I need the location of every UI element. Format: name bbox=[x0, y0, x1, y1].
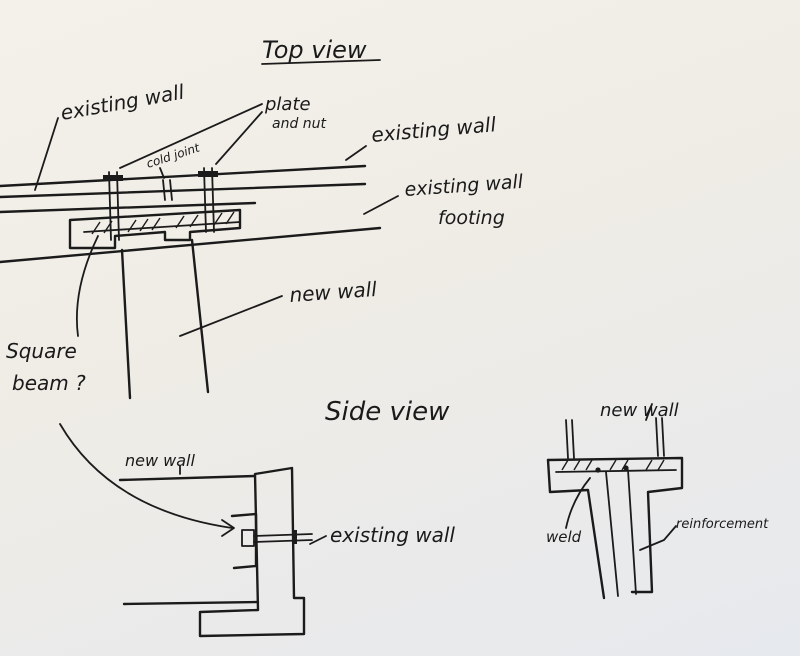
weld-dot-1 bbox=[595, 467, 601, 473]
existing-wall-mid-line bbox=[0, 182, 367, 199]
reinforcement-bar-2 bbox=[627, 469, 637, 595]
cold-joint-line bbox=[162, 179, 166, 201]
label-weld: weld bbox=[546, 528, 582, 546]
footing-bottom-line bbox=[0, 226, 382, 264]
top-view-title: Top view bbox=[262, 36, 367, 64]
beam-hatching bbox=[561, 459, 665, 471]
arrow-new-wall-right bbox=[645, 403, 653, 421]
new-wall-left-line bbox=[120, 248, 132, 400]
new-wall-bottom-edge bbox=[122, 600, 260, 606]
square-beam-section bbox=[241, 529, 255, 547]
arrow-cold-joint bbox=[159, 167, 165, 179]
new-wall-top-edge bbox=[118, 474, 257, 482]
label-square: Square bbox=[6, 339, 77, 363]
rebar-right bbox=[655, 417, 665, 457]
arrow-plate-left bbox=[119, 103, 263, 169]
label-footing-line1: existing wall bbox=[404, 171, 525, 201]
label-existing-wall-left: existing wall bbox=[59, 80, 187, 125]
label-and-nut: and nut bbox=[272, 116, 327, 132]
arrow-footing bbox=[363, 195, 399, 215]
connector-arrowhead bbox=[221, 519, 235, 537]
label-plate: plate bbox=[264, 94, 311, 115]
arrow-existing-wall-right bbox=[345, 145, 367, 161]
arrow-reinforcement bbox=[639, 525, 677, 551]
label-new-wall-right: new wall bbox=[600, 400, 679, 421]
bolt-right bbox=[198, 167, 218, 233]
label-existing-wall-right: existing wall bbox=[370, 112, 497, 147]
existing-wall-top-line bbox=[0, 164, 367, 188]
arrow-new-wall bbox=[179, 295, 283, 337]
title-underline bbox=[261, 59, 381, 65]
beam-and-wall-right bbox=[546, 456, 684, 594]
label-footing-line2: footing bbox=[438, 207, 505, 229]
existing-wall-section bbox=[198, 466, 306, 638]
cold-joint-line-2 bbox=[169, 179, 173, 201]
label-reinforcement: reinforcement bbox=[676, 517, 769, 532]
embedded-plate bbox=[230, 512, 258, 570]
label-new-wall-top: new wall bbox=[289, 277, 378, 307]
wall-left-edge bbox=[546, 458, 606, 600]
top-view: Top view bbox=[0, 36, 525, 400]
square-beam-hatching bbox=[91, 211, 235, 235]
side-view-title: Side view bbox=[325, 397, 450, 427]
side-view: Side view new wall existing wall new wal… bbox=[118, 397, 769, 638]
label-existing-wall-side: existing wall bbox=[330, 523, 455, 547]
connector-curve bbox=[59, 423, 233, 529]
bolt-left bbox=[103, 171, 123, 241]
bolt-nut bbox=[292, 530, 297, 544]
new-wall-right-line bbox=[190, 238, 210, 394]
arrow-square-beam bbox=[75, 235, 99, 337]
label-new-wall-left: new wall bbox=[125, 451, 195, 470]
label-beam: beam ? bbox=[12, 371, 86, 395]
beam-inner-line bbox=[555, 469, 677, 473]
through-bolt-2 bbox=[253, 539, 313, 543]
arrow-existing-wall-side bbox=[309, 535, 327, 545]
arrow-weld bbox=[565, 477, 591, 529]
arrow-existing-wall-left bbox=[34, 117, 59, 191]
arrow-plate-right bbox=[215, 111, 263, 165]
square-beam-outline bbox=[68, 208, 242, 250]
through-bolt-1 bbox=[253, 533, 313, 537]
rebar-left bbox=[565, 419, 575, 459]
reinforcement-bar-1 bbox=[605, 471, 619, 597]
weld-dot-2 bbox=[623, 465, 629, 471]
